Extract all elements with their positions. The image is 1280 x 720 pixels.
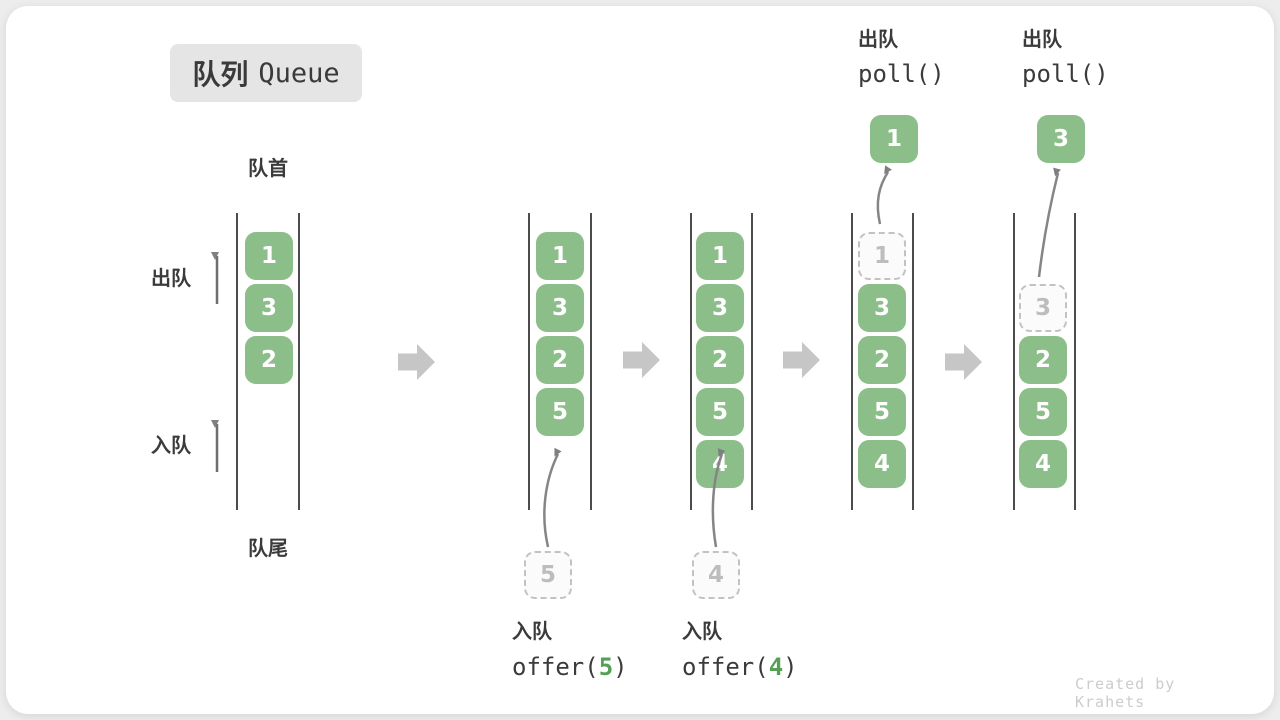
queue3-staging-cell: 4 xyxy=(692,551,740,599)
queue1-right-wall xyxy=(298,213,300,510)
label-enqueue-left: 入队 xyxy=(151,433,191,457)
queue5-cell: 4 xyxy=(1019,440,1067,488)
watermark: Created by Krahets xyxy=(1075,675,1176,711)
transition-arrow-4 xyxy=(945,344,982,380)
queue2-cell: 1 xyxy=(536,232,584,280)
poll1-code: poll() xyxy=(858,60,945,88)
queue4-right-wall xyxy=(912,213,914,510)
queue1-left-wall xyxy=(236,213,238,510)
offer5-footer: 入队 offer(5) xyxy=(512,620,628,681)
poll2-code: poll() xyxy=(1022,60,1109,88)
queue3-cell: 1 xyxy=(696,232,744,280)
title-box: 队列 Queue xyxy=(170,44,362,102)
offer5-code: offer(5) xyxy=(512,653,628,681)
offer4-label: 入队 xyxy=(682,619,722,643)
offer4-footer: 入队 offer(4) xyxy=(682,620,798,681)
offer4-arrow xyxy=(711,448,726,548)
queue5-cell: 5 xyxy=(1019,388,1067,436)
queue3-right-wall xyxy=(751,213,753,510)
poll2-header: 出队 poll() xyxy=(1022,28,1109,88)
poll1-label: 出队 xyxy=(858,27,898,51)
queue5-right-wall xyxy=(1074,213,1076,510)
queue4-left-wall xyxy=(851,213,853,510)
queue2-cell: 2 xyxy=(536,336,584,384)
queue1-cell: 2 xyxy=(245,336,293,384)
queue2-staging-cell: 5 xyxy=(524,551,572,599)
queue5-left-wall xyxy=(1013,213,1015,510)
queue1-cell: 1 xyxy=(245,232,293,280)
label-queue-front: 队首 xyxy=(248,156,288,180)
queue3-left-wall xyxy=(690,213,692,510)
title-english: Queue xyxy=(258,57,340,89)
queue2-cell: 3 xyxy=(536,284,584,332)
label-dequeue-left: 出队 xyxy=(151,266,191,290)
queue4-cell: 4 xyxy=(858,440,906,488)
offer5-arg: 5 xyxy=(598,653,614,681)
transition-arrow-2 xyxy=(623,342,660,378)
offer4-code: offer(4) xyxy=(682,653,798,681)
queue5-cell: 2 xyxy=(1019,336,1067,384)
offer5-label: 入队 xyxy=(512,619,552,643)
poll1-arrow xyxy=(876,165,892,225)
transition-arrow-1 xyxy=(398,344,435,380)
poll2-label: 出队 xyxy=(1022,27,1062,51)
poll1-header: 出队 poll() xyxy=(858,28,945,88)
transition-arrow-3 xyxy=(783,342,820,378)
queue3-cell: 5 xyxy=(696,388,744,436)
queue4-cell: 5 xyxy=(858,388,906,436)
queue3-cell: 3 xyxy=(696,284,744,332)
offer4-arg: 4 xyxy=(768,653,784,681)
queue1-cell: 3 xyxy=(245,284,293,332)
queue3-cell: 2 xyxy=(696,336,744,384)
queue5-removed-cell: 3 xyxy=(1019,284,1067,332)
queue4-cell: 3 xyxy=(858,284,906,332)
offer5-arrow xyxy=(543,447,562,548)
title-chinese: 队列 xyxy=(192,58,249,91)
queue2-right-wall xyxy=(590,213,592,510)
queue2-left-wall xyxy=(528,213,530,510)
label-queue-rear: 队尾 xyxy=(248,536,288,560)
queue4-cell: 2 xyxy=(858,336,906,384)
poll2-arrow xyxy=(1037,167,1061,278)
queue2-cell: 5 xyxy=(536,388,584,436)
queue4-removed-cell: 1 xyxy=(858,232,906,280)
queue4-polled-cell: 1 xyxy=(870,115,918,163)
queue5-polled-cell: 3 xyxy=(1037,115,1085,163)
